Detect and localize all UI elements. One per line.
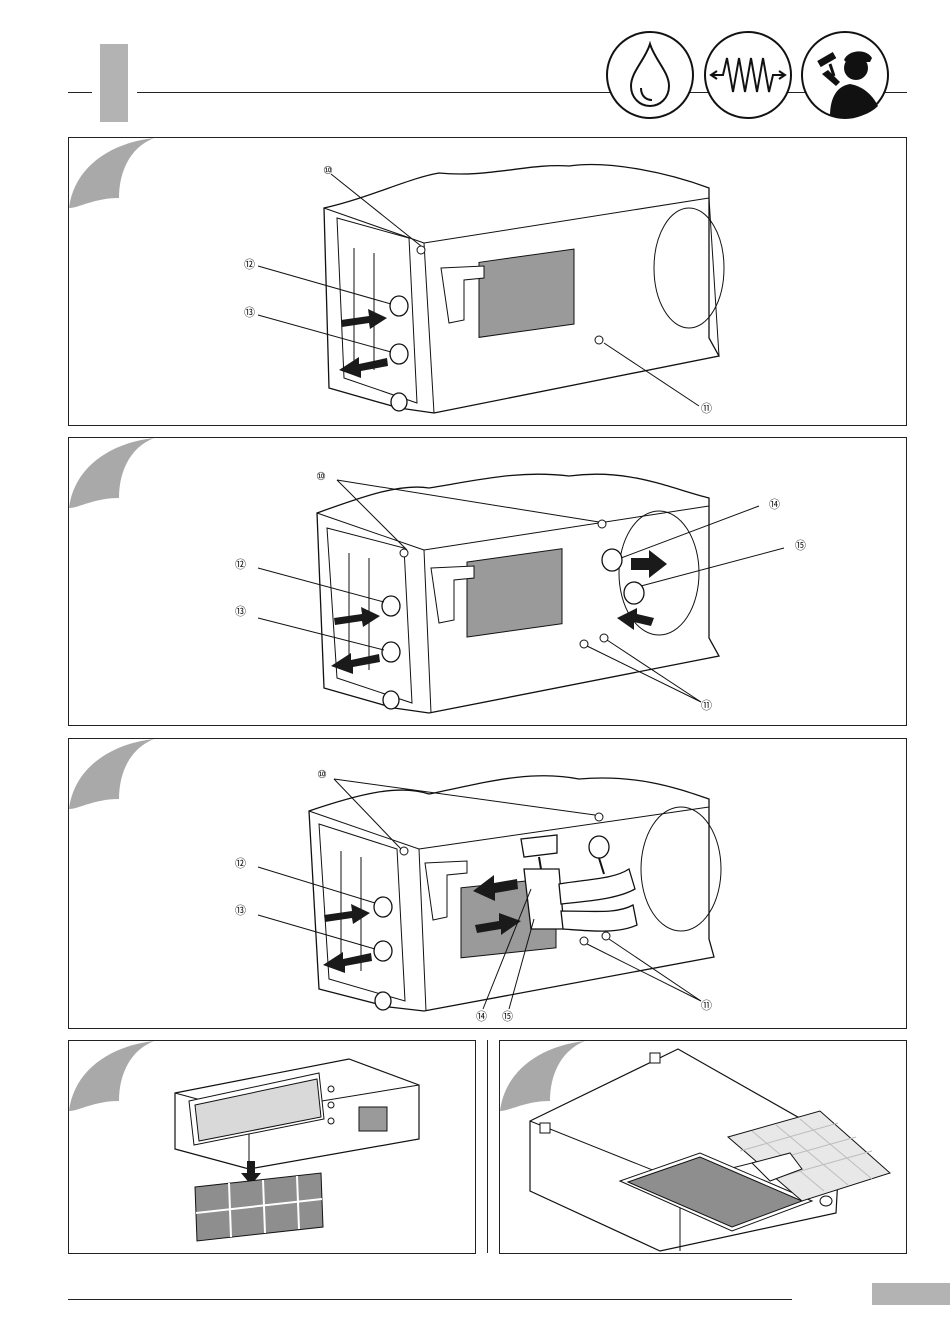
callout-10: ⑩: [323, 165, 333, 176]
callout-12: ⑫: [235, 858, 246, 869]
corner-curl-decoration: [69, 1041, 154, 1111]
figure-panel-1: ⑩ ⑫ ⑬ ⑪: [68, 137, 907, 426]
section-tab-marker: [100, 44, 128, 122]
panel-divider: [487, 1040, 488, 1253]
callout-11: ⑪: [701, 403, 712, 414]
callout-14: ⑭: [769, 499, 780, 510]
figure-panel-2: ⑩ ⑫ ⑬ ⑭ ⑮ ⑪: [68, 437, 907, 726]
callout-13: ⑬: [244, 307, 255, 318]
callout-13: ⑬: [235, 905, 246, 916]
footer-rule: [68, 1299, 792, 1300]
corner-curl-decoration: [69, 438, 154, 508]
callout-15: ⑮: [795, 540, 806, 551]
callout-13: ⑬: [235, 606, 246, 617]
callout-15: ⑮: [502, 1011, 513, 1022]
header-rule-left: [68, 92, 92, 93]
heat-exchange-zigzag-icon: [703, 30, 793, 120]
callout-11: ⑪: [701, 1000, 712, 1011]
corner-curl-decoration: [69, 739, 154, 809]
figure-panel-4: [68, 1040, 476, 1254]
figure-panel-3: ⑩ ⑫ ⑬ ⑭ ⑮ ⑪: [68, 738, 907, 1029]
figure-panel-5: [499, 1040, 907, 1254]
callout-12: ⑫: [244, 259, 255, 270]
callout-14: ⑭: [476, 1011, 487, 1022]
installer-with-hammer-icon: [800, 30, 890, 120]
callout-11: ⑪: [701, 700, 712, 711]
callout-10: ⑩: [317, 769, 327, 780]
callout-12: ⑫: [235, 559, 246, 570]
page-tab-marker: [872, 1283, 950, 1305]
callout-10: ⑩: [316, 471, 326, 482]
water-drop-icon: [605, 30, 695, 120]
